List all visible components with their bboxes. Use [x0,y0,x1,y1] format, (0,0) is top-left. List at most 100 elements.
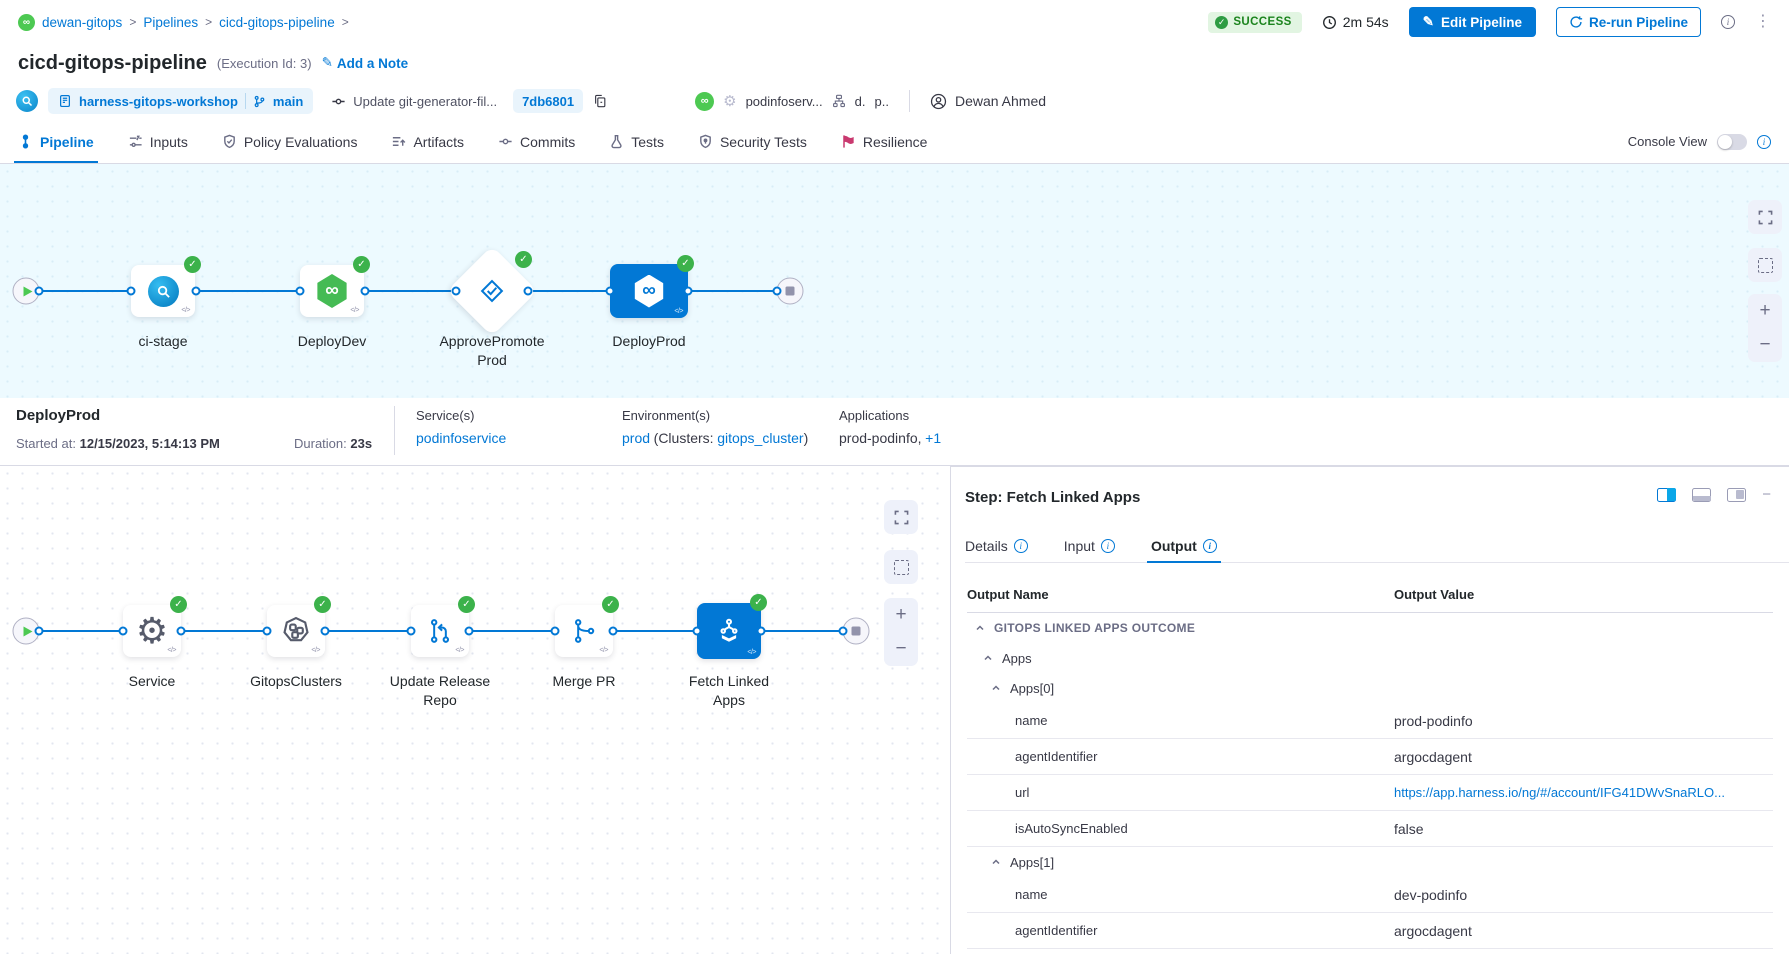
output-info-icon[interactable]: i [1202,538,1217,553]
layout-split-right-button[interactable] [1657,487,1677,502]
layout-bottom-button[interactable] [1692,487,1712,502]
play-icon [23,626,32,636]
success-check-icon: ✓ [314,596,331,613]
chevron-up-icon[interactable] [983,653,993,663]
branch-name[interactable]: main [272,93,304,109]
step-node-merge-pr[interactable]: ✓ </> [555,596,619,657]
pencil-icon: ✎ [321,55,333,70]
breadcrumb-pipeline[interactable]: cicd-gitops-pipeline [219,14,335,30]
copy-icon[interactable] [593,94,607,108]
stage-node-deployprod[interactable]: ✓ ∞ </> [610,255,694,318]
zoom-out-button[interactable]: − [895,638,907,659]
cluster-short[interactable]: p.. [874,93,889,109]
connector-dot [451,286,461,296]
pipeline-start-node[interactable] [12,277,40,305]
clock-icon [1322,15,1336,29]
zoom-controls[interactable]: + − [1748,294,1782,362]
tab-inputs[interactable]: Inputs [128,120,188,163]
stage-node-approvepromoteprod[interactable]: ✓ [446,245,538,337]
step-panel-title: Step: Fetch Linked Apps [965,489,1141,506]
steps-start-node[interactable] [12,617,40,645]
gitops-service-name[interactable]: podinfoserv... [745,93,823,109]
details-info-icon[interactable]: i [1013,538,1028,553]
environment-link[interactable]: prod [622,430,651,446]
step-node-fetch-linked-apps[interactable]: ✓ </> [697,594,767,659]
stage-node-ci-stage[interactable]: ✓ </> [131,256,201,317]
success-check-icon: ✓ [602,596,619,613]
table-row: url https://app.harness.io/ng/#/account/… [967,775,1773,811]
cluster-link[interactable]: gitops_cluster [717,430,804,446]
tab-policy-evaluations[interactable]: Policy Evaluations [222,120,357,163]
repo-branch-pill[interactable]: harness-gitops-workshop main [48,88,314,114]
chevron-up-icon[interactable] [991,683,1001,693]
refresh-icon [1570,16,1583,28]
zoom-controls[interactable]: + − [884,598,918,666]
tab-pipeline[interactable]: Pipeline [14,120,98,163]
input-info-icon[interactable]: i [1100,538,1115,553]
stage-graph-canvas[interactable]: ✓ </> ✓ ∞ </> ✓ ✓ ∞ </> ci-stage DeployD… [0,164,1789,398]
selection-mode-button[interactable] [884,550,918,584]
selection-mode-button[interactable] [1748,248,1782,282]
tab-commits[interactable]: Commits [498,120,575,163]
layout-overlay-button[interactable] [1727,487,1747,502]
connector-dot [176,626,186,636]
output-value-link[interactable]: https://app.harness.io/ng/#/account/IFG4… [1394,785,1725,800]
breadcrumb-org[interactable]: dewan-gitops [42,14,123,30]
minimize-panel-button[interactable]: − [1762,486,1771,503]
chevron-up-icon[interactable] [975,623,985,633]
step-label[interactable]: Update Release Repo [389,673,491,708]
step-label[interactable]: Merge PR [552,673,616,689]
breadcrumb-pipelines[interactable]: Pipelines [143,14,199,30]
zoom-in-button[interactable]: + [1759,300,1771,321]
branch-icon [254,95,265,107]
zoom-out-button[interactable]: − [1759,334,1771,355]
toggle-knob [1718,134,1732,149]
zoom-in-button[interactable]: + [895,604,907,625]
commit-message[interactable]: Update git-generator-fil... [353,93,498,109]
connector-dot [683,286,693,296]
gitops-icon: ∞ [695,91,715,111]
service-link[interactable]: podinfoservice [416,430,507,446]
env-short[interactable]: d. [854,93,866,109]
stage-label[interactable]: ApprovePromoteProd [439,333,545,368]
column-output-name: Output Name [967,587,1049,602]
step-node-service[interactable]: ✓ ⚙ </> [123,596,187,657]
console-view-info-icon[interactable]: i [1757,134,1771,149]
status-check-icon: ✓ [1215,15,1229,29]
step-node-update-release-repo[interactable]: ✓ </> [411,596,475,657]
tab-artifacts[interactable]: Artifacts [391,120,464,163]
fetch-linked-apps-icon [720,618,738,642]
stage-label[interactable]: ci-stage [138,333,188,349]
pipeline-end-node[interactable] [776,277,804,305]
rerun-info-icon[interactable]: i [1721,15,1735,29]
edit-pipeline-button[interactable]: ✎ Edit Pipeline [1408,7,1536,37]
tab-tests[interactable]: Tests [609,120,664,163]
step-label[interactable]: GitopsClusters [250,673,342,689]
fit-to-screen-button[interactable] [1748,200,1782,234]
commit-sha-pill[interactable]: 7db6801 [513,89,584,113]
add-note-button[interactable]: ✎ Add a Note [321,55,409,71]
step-label[interactable]: Service [128,673,176,689]
fit-to-screen-button[interactable] [884,500,918,534]
rerun-pipeline-button[interactable]: Re-run Pipeline [1555,7,1701,37]
more-options-icon[interactable]: ⋮ [1755,13,1771,30]
chevron-up-icon[interactable] [991,857,1001,867]
applications-more-link[interactable]: +1 [925,430,942,446]
stage-node-deploydev[interactable]: ✓ ∞ </> [300,256,370,317]
console-view-toggle[interactable] [1717,133,1747,150]
step-label[interactable]: Fetch Linked Apps [688,673,770,708]
repo-name[interactable]: harness-gitops-workshop [79,93,238,109]
tab-resilience[interactable]: Resilience [841,120,927,163]
code-mini-icon: </> [350,307,359,314]
panel-layout-controls: − [1657,487,1771,502]
tab-security-tests[interactable]: Security Tests [698,120,807,163]
step-graph-canvas[interactable]: ✓ ⚙ </> ✓ </> ✓ </> ✓ </> ✓ </> Service … [0,466,950,954]
step-node-gitopsclusters[interactable]: ✓ </> [267,596,331,657]
divider [394,406,395,455]
stage-label[interactable]: DeployProd [612,333,686,349]
stage-label[interactable]: DeployDev [297,333,367,349]
